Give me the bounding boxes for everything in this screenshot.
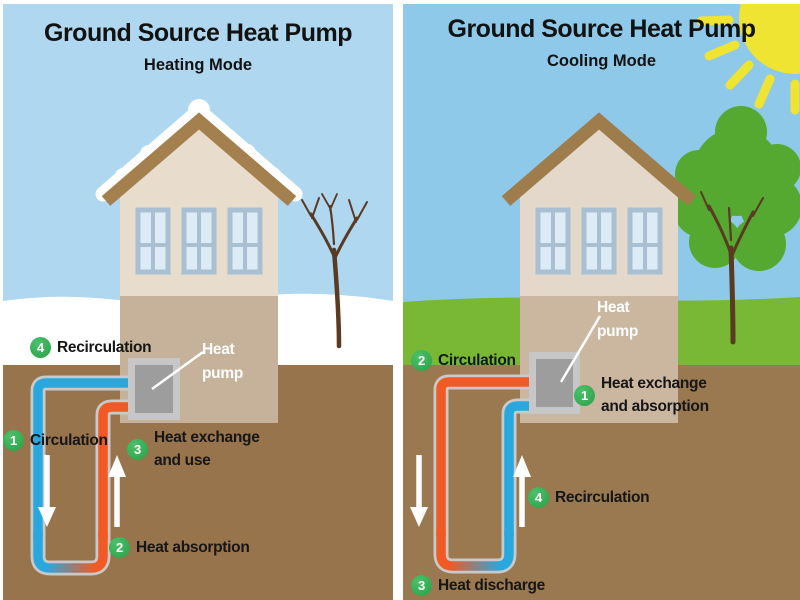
warm-pipe [98,402,131,538]
loop-bottom-gradient [33,531,108,573]
step-circulation: 1 Circulation [3,429,108,452]
bare-tree [301,193,368,349]
cooling-scene [403,4,800,600]
step-heat-absorption: 2 Heat absorption [109,536,250,559]
heat-pump-label: Heat pump [202,338,243,386]
warm-pipe [436,377,531,536]
house-gable [515,124,683,196]
step-heat-discharge: 3 Heat discharge [411,574,545,597]
house-gable [115,124,283,196]
heat-pump-label-line2: pump [202,365,243,382]
step-label: Recirculation [57,339,152,356]
panel-title: Ground Source Heat Pump [44,19,352,47]
sun-icon [696,4,800,115]
pump-pointer-line [559,315,602,383]
step-circulation: 2 Circulation [411,349,516,372]
flow-arrow-up-icon [108,455,126,527]
cold-pipe [33,378,131,538]
step-label-line2: and absorption [601,398,709,415]
flow-arrow-down-icon [38,455,56,527]
heat-pump-label-line1: Heat [597,299,630,316]
step-number-badge: 3 [411,575,432,596]
cold-pipe [504,401,531,536]
panel-subtitle: Heating Mode [143,56,253,74]
flow-arrow-up-icon [513,455,531,527]
panel-cooling-mode: Ground Source Heat Pump Cooling Mode Hea… [403,4,800,600]
step-heat-exchange-absorption: 1 Heat exchange and absorption [574,372,709,418]
panel-heating-mode: Ground Source Heat Pump Heating Mode Hea… [3,4,393,600]
ground-loop [30,375,131,576]
pump-pointer-line [151,350,204,391]
heat-pump-label-line1: Heat [202,341,235,358]
step-recirculation: 4 Recirculation [528,486,650,509]
heat-pump-label: Heat pump [597,296,638,344]
step-recirculation: 4 Recirculation [30,336,152,359]
step-label-line1: Heat exchange [154,429,260,446]
windows [135,207,263,275]
step-label: Circulation [30,432,108,449]
step-label-line1: Heat exchange [601,375,707,392]
step-label: Recirculation [555,489,650,506]
flow-arrow-down-icon [410,455,428,527]
heat-pump-label-line2: pump [597,323,638,340]
step-label: Heat absorption [136,539,250,556]
step-number-badge: 2 [109,537,130,558]
step-label: Circulation [438,352,516,369]
roof [501,112,697,206]
step-label-line2: and use [154,452,211,469]
heating-scene [3,4,393,600]
panel-title: Ground Source Heat Pump [447,15,756,43]
step-number-badge: 4 [30,337,51,358]
heat-pump-unit [529,352,580,414]
step-number-badge: 4 [528,487,549,508]
roof [101,112,297,206]
windows [535,207,663,275]
step-heat-exchange-use: 3 Heat exchange and use [127,426,260,472]
step-number-badge: 1 [3,430,24,451]
panel-subtitle: Cooling Mode [546,52,657,70]
ground-loop [433,374,531,574]
leafy-tree [673,106,800,345]
loop-bottom-gradient [436,530,514,571]
step-number-badge: 2 [411,350,432,371]
step-label: Heat discharge [438,577,545,594]
step-number-badge: 1 [574,384,595,406]
step-number-badge: 3 [127,438,148,460]
